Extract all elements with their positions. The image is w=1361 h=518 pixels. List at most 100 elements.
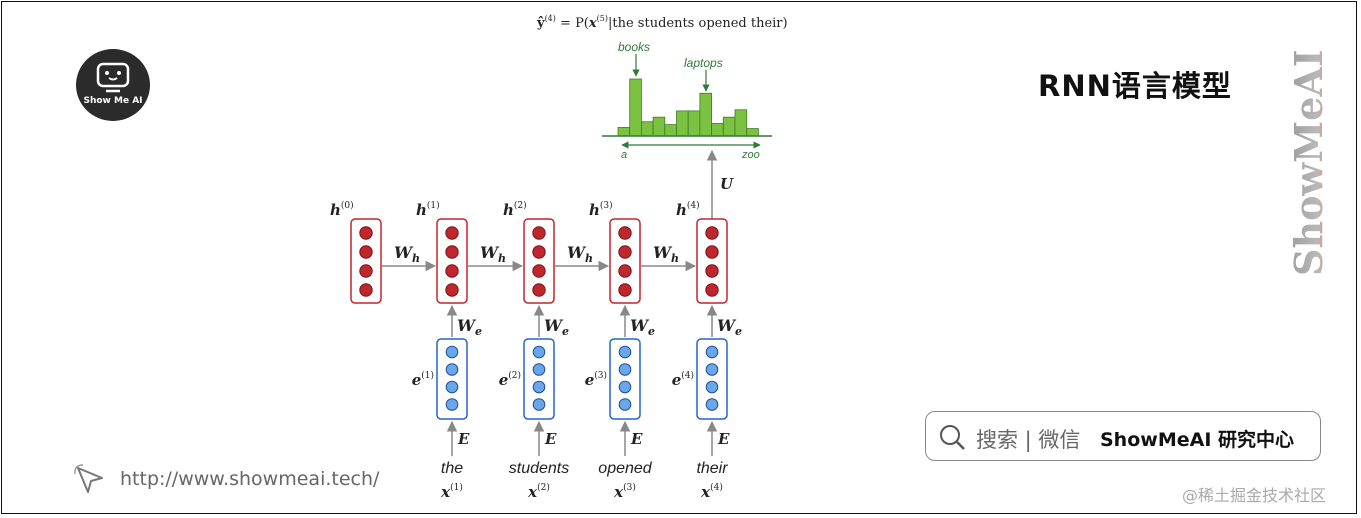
embedding-layer: e(1) We e(2) We e(3) We e(4) We — [412, 304, 742, 420]
hidden-state-label: h(1) — [416, 200, 440, 219]
embedding-unit — [532, 345, 546, 359]
hidden-state-label: h(0) — [330, 200, 354, 219]
histogram-bar — [722, 116, 736, 137]
hidden-unit — [705, 226, 719, 240]
histogram-bar — [711, 123, 724, 137]
input-layer: Ethex(1)Estudentsx(2)Eopenedx(3)Etheirx(… — [440, 420, 730, 501]
hidden-unit — [445, 245, 459, 259]
hidden-state-1: h(1) — [416, 200, 468, 304]
input-label: x(4) — [700, 482, 723, 501]
hidden-state-4: h(4) — [676, 200, 728, 304]
laptops-label: laptops — [684, 56, 723, 70]
hidden-state-box — [436, 218, 468, 304]
hidden-state-box — [609, 218, 641, 304]
output-formula: ŷ(4) = P(x(5)|the students opened their) — [536, 14, 788, 31]
hidden-unit — [532, 226, 546, 240]
hidden-unit — [618, 226, 632, 240]
wechat-search-box[interactable]: 搜索 | 微信 ShowMeAI 研究中心 — [925, 411, 1321, 461]
hidden-unit — [445, 283, 459, 297]
embed-weight-label: We — [544, 316, 569, 338]
embed-weight-label: We — [717, 316, 742, 338]
hidden-unit — [618, 264, 632, 278]
embedding-unit — [705, 398, 719, 411]
logo-text: Show Me AI — [83, 96, 143, 106]
histogram-bar — [652, 116, 666, 137]
hidden-unit — [359, 245, 373, 259]
recurrent-weight-label: Wh — [480, 243, 506, 265]
hidden-unit — [532, 245, 546, 259]
hidden-unit — [618, 245, 632, 259]
embedding-unit — [445, 380, 459, 394]
hidden-unit — [532, 283, 546, 297]
embedding-box — [696, 338, 728, 420]
embedding-label: e(3) — [585, 370, 607, 389]
recurrent-weight-label: Wh — [394, 243, 420, 265]
books-label: books — [618, 40, 650, 54]
histogram-bar — [746, 128, 759, 137]
input-word: opened — [598, 460, 652, 477]
hidden-state-3: h(3) — [589, 200, 641, 304]
hidden-state-box — [523, 218, 555, 304]
hidden-state-0: h(0) — [330, 200, 382, 304]
embedding-matrix-label: E — [717, 430, 730, 448]
embed-weight-label: We — [630, 316, 655, 338]
embedding-unit — [618, 380, 632, 394]
hidden-unit — [445, 264, 459, 278]
input-label: x(1) — [440, 482, 463, 501]
website-url[interactable]: http://www.showmeai.tech/ — [120, 468, 380, 490]
search-icon — [940, 425, 965, 450]
hidden-state-box — [350, 218, 382, 304]
vertical-brand-logo: ShowMeAI — [1290, 49, 1330, 276]
embedding-unit — [705, 380, 719, 394]
embedding-unit — [705, 363, 719, 376]
embedding-matrix-label: E — [544, 430, 557, 448]
input-word: their — [696, 460, 728, 477]
embedding-unit — [532, 398, 546, 411]
input-label: x(2) — [527, 482, 550, 501]
embed-weight-label: We — [457, 316, 482, 338]
hidden-unit — [532, 264, 546, 278]
search-hint-text: 搜索 | 微信 — [976, 428, 1081, 452]
histogram-bar — [734, 109, 748, 137]
robot-icon — [96, 62, 130, 93]
embedding-label: e(2) — [499, 370, 521, 389]
embedding-box — [436, 338, 468, 420]
embedding-label: e(1) — [412, 370, 434, 389]
histogram-bar — [676, 110, 689, 137]
embedding-unit — [445, 398, 459, 411]
input-word: students — [509, 460, 569, 477]
hidden-state-label: h(2) — [503, 200, 527, 219]
embedding-matrix-label: E — [457, 430, 470, 448]
embedding-unit — [618, 363, 632, 376]
embedding-unit — [705, 345, 719, 359]
juejin-watermark: @稀土掘金技术社区 — [1182, 486, 1327, 505]
output-weight-label: U — [720, 175, 734, 193]
embedding-box — [609, 338, 641, 420]
histogram-bar — [699, 92, 713, 137]
hidden-unit — [445, 226, 459, 240]
histogram-bar — [629, 78, 642, 137]
output-distribution-histogram — [617, 78, 759, 137]
embedding-unit — [532, 380, 546, 394]
hidden-state-2: h(2) — [503, 200, 555, 304]
hidden-unit — [618, 283, 632, 297]
hidden-unit — [359, 264, 373, 278]
page-title: RNN语言模型 — [1038, 69, 1232, 103]
embedding-matrix-label: E — [630, 430, 643, 448]
embedding-unit — [445, 363, 459, 376]
cursor-icon — [74, 464, 103, 493]
embedding-label: e(4) — [672, 370, 694, 389]
hidden-state-label: h(3) — [589, 200, 613, 219]
hidden-state-box — [696, 218, 728, 304]
recurrent-weight-label: Wh — [653, 243, 679, 265]
embedding-3: e(3) We — [585, 304, 655, 420]
vocab-end-label: zoo — [741, 149, 760, 161]
showmeai-logo: Show Me AI — [76, 49, 150, 121]
search-brand-text: ShowMeAI 研究中心 — [1100, 429, 1294, 451]
vocab-start-label: a — [621, 149, 627, 161]
